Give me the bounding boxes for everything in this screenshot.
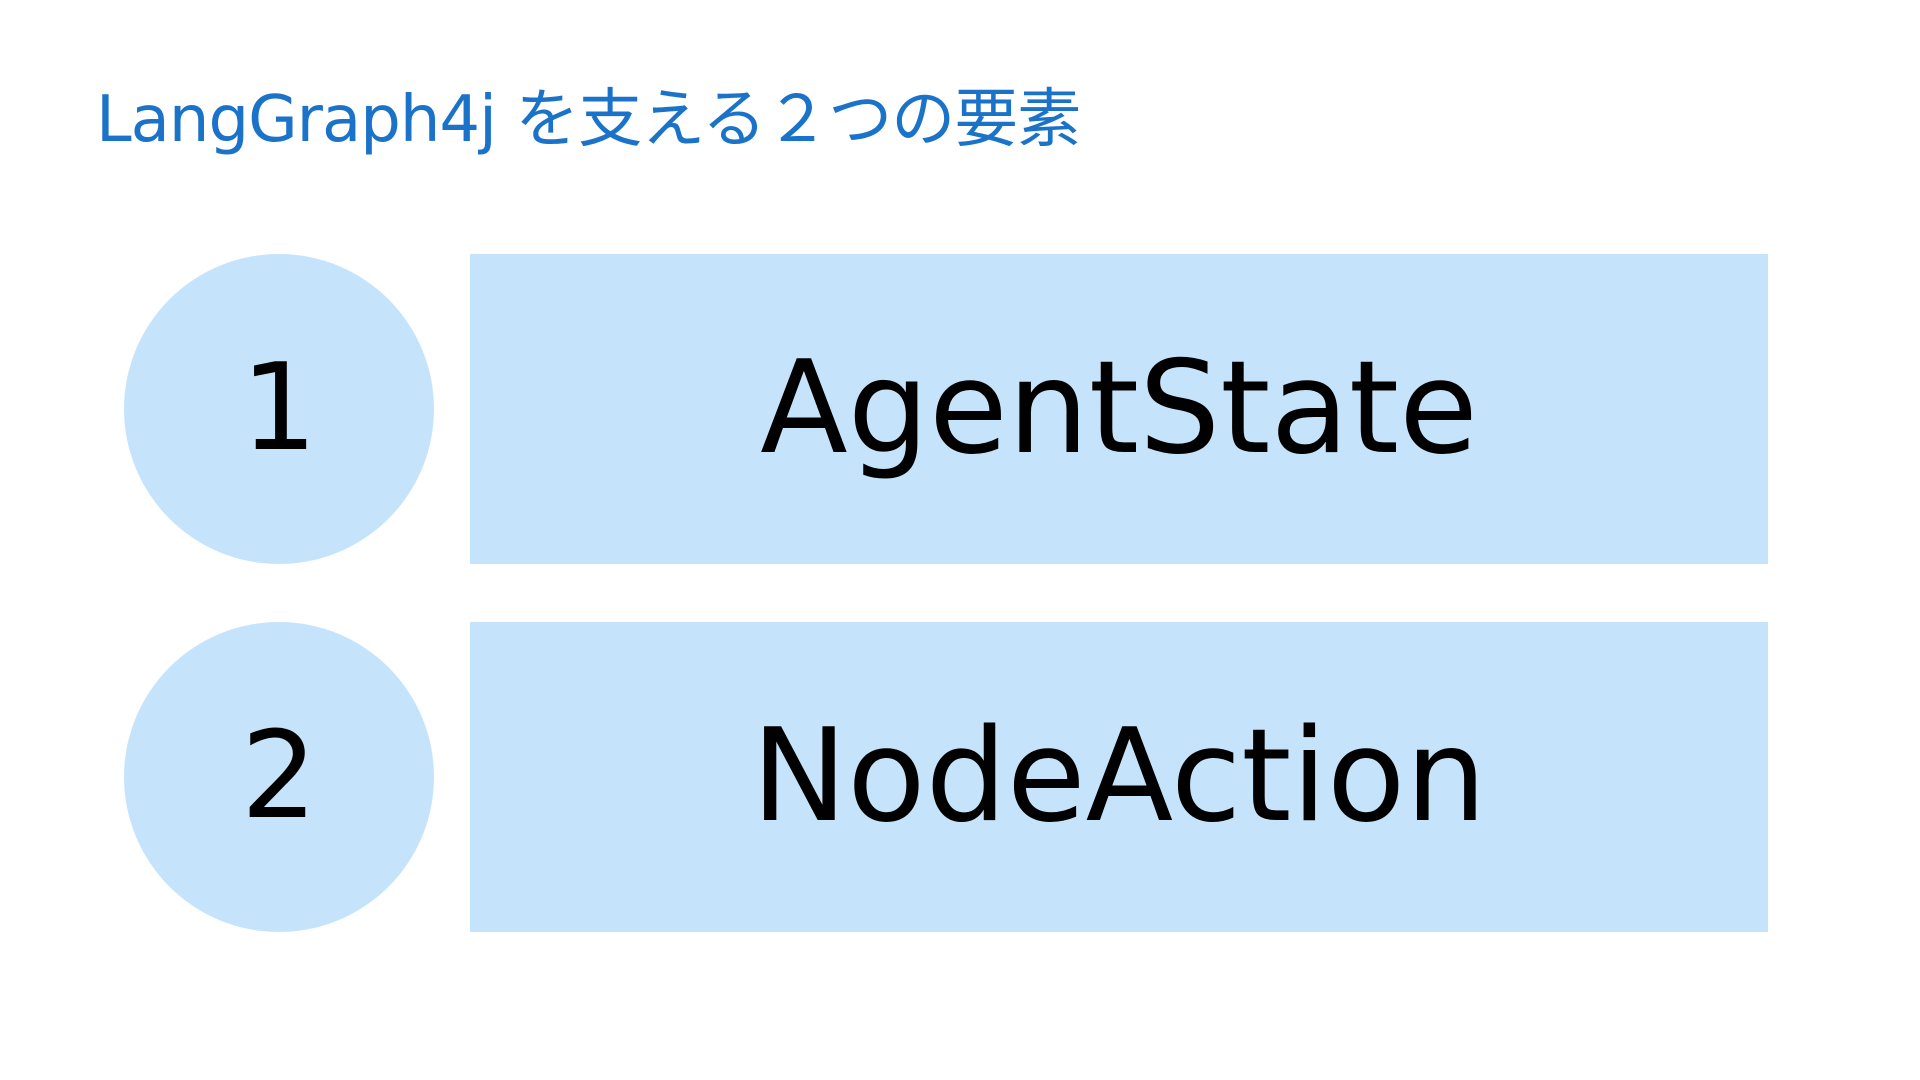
number-circle-2: 2 xyxy=(124,622,434,932)
label-box-node-action: NodeAction xyxy=(470,622,1768,932)
list-item-node-action: 2 NodeAction xyxy=(0,622,1920,932)
list-item-agent-state: 1 AgentState xyxy=(0,254,1920,564)
label-box-agent-state: AgentState xyxy=(470,254,1768,564)
slide-title: LangGraph4j を支える２つの要素 xyxy=(96,83,1081,157)
number-circle-1: 1 xyxy=(124,254,434,564)
